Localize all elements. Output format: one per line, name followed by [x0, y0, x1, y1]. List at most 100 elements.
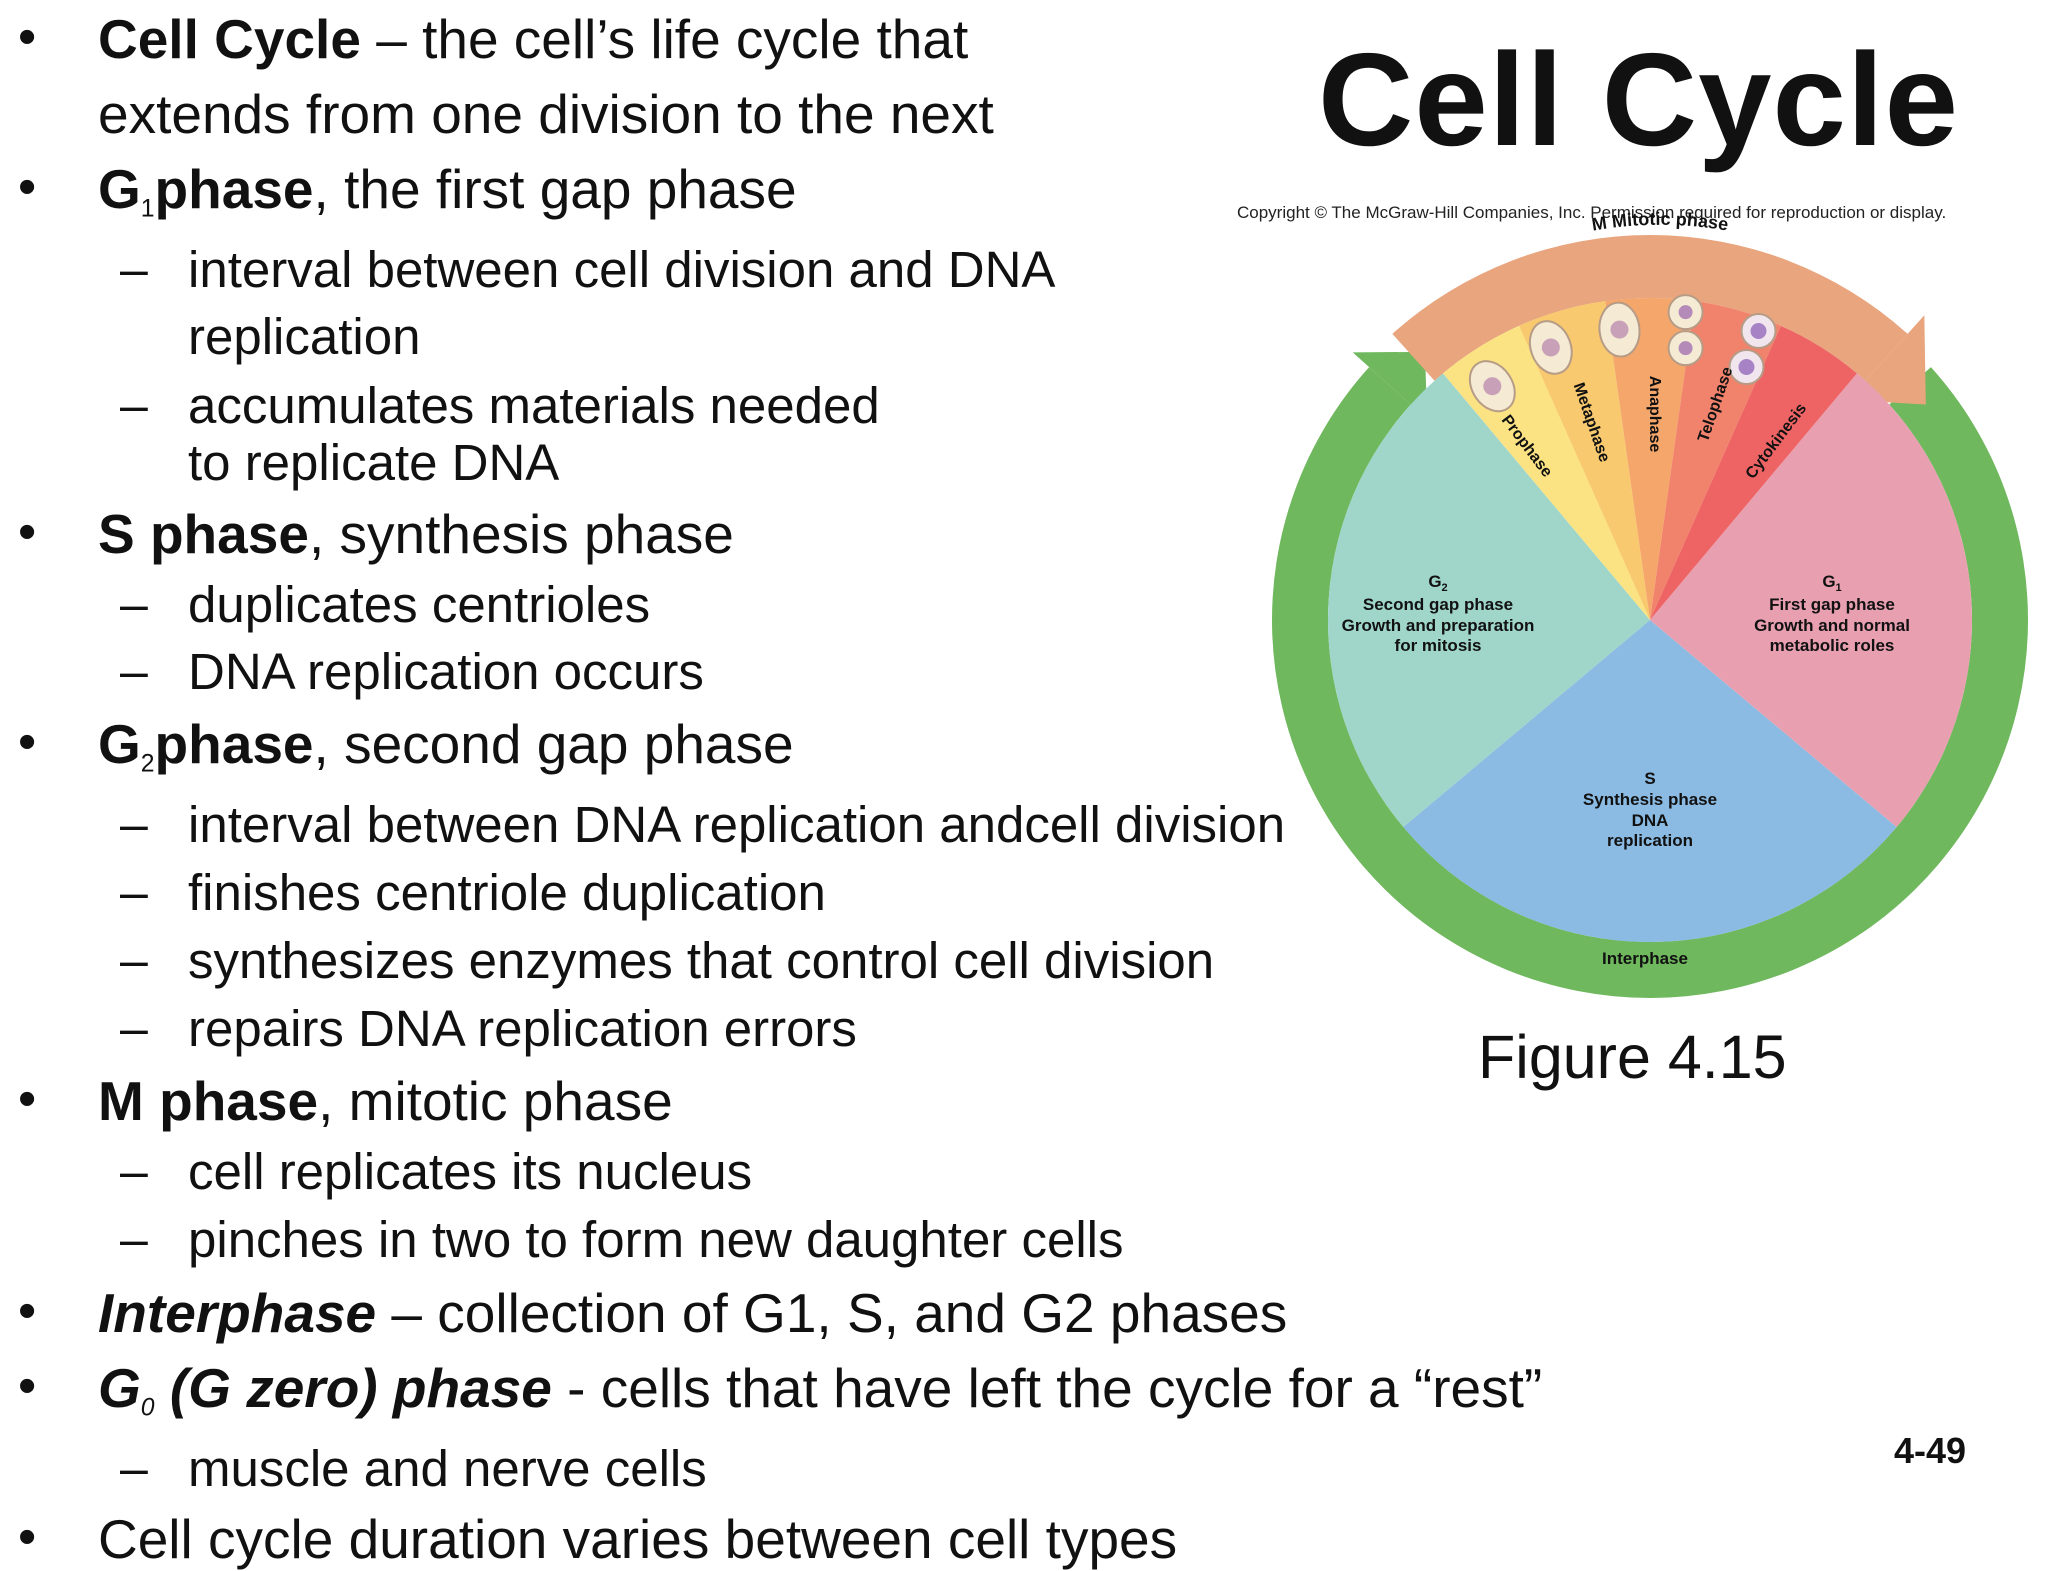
bullet-text-part: , synthesis phase	[308, 503, 734, 565]
sector-g1	[1650, 373, 1973, 827]
bullet-text-part: repairs DNA replication errors	[188, 1000, 857, 1057]
bullet-text-part: finishes centriole duplication	[188, 864, 826, 921]
bullet-text-part: DNA replication occurs	[188, 643, 704, 700]
slide-title: Cell Cycle	[1318, 26, 1959, 173]
bullet-text-part: 2	[140, 750, 155, 778]
interphase-arrowhead	[1352, 351, 1428, 420]
bullet-text: to replicate DNA	[188, 434, 559, 493]
bullet-text: DNA replication occurs	[188, 643, 704, 702]
daughter-cell-icon	[1667, 294, 1704, 331]
bullet-text: G2phase, second gap phase	[98, 713, 794, 779]
chromosome-icon	[1541, 338, 1560, 357]
figure-label: Figure 4.15	[1478, 1023, 1787, 1091]
bullet-text-part: (G zero) phase	[154, 1357, 552, 1419]
bullet-text: interval between DNA replication andcell…	[188, 796, 1285, 855]
bullet-text: finishes centriole duplication	[188, 864, 826, 923]
svg-text:metabolic roles: metabolic roles	[1770, 636, 1895, 655]
sector-s-phase	[1403, 620, 1897, 942]
bullet-text: muscle and nerve cells	[188, 1440, 707, 1499]
bullet-text-part: replication	[188, 308, 421, 365]
bullet-text-part: 1	[140, 195, 155, 223]
bullet-text-part: , mitotic phase	[318, 1070, 673, 1132]
slide-number: 4-49	[1894, 1430, 1967, 1471]
bullet-text-part: to replicate DNA	[188, 434, 560, 491]
bullet-text: G1phase, the first gap phase	[98, 158, 797, 224]
bullet-text: cell replicates its nucleus	[188, 1143, 752, 1202]
bullet-text: accumulates materials needed	[188, 377, 880, 436]
bullet-text-part: phase	[154, 158, 314, 220]
svg-text:replication: replication	[1607, 831, 1693, 850]
telophase-label: Telophase	[1695, 365, 1736, 444]
chromosome-icon	[1610, 320, 1629, 339]
bullet-text-part: 1	[785, 1282, 817, 1344]
bullet-text: Cell Cycle – the cell’s life cycle that	[98, 8, 968, 71]
mitotic-band	[1392, 235, 1908, 381]
bullet-text: duplicates centrioles	[188, 576, 650, 635]
sector-metaphase	[1519, 301, 1650, 620]
bullet-text-part: pinches in two to form new daughter cell…	[188, 1211, 1124, 1268]
chromosome-icon	[1483, 377, 1502, 396]
svg-text:G1: G1	[1822, 572, 1841, 594]
interphase-ring	[1271, 367, 2028, 999]
sector-prophase	[1443, 325, 1650, 620]
anaphase-label: Anaphase	[1646, 376, 1663, 453]
bullet-text: M phase, mitotic phase	[98, 1070, 673, 1133]
bullet-text-part: interval between DNA replication andcell…	[188, 796, 1286, 853]
dividing-cell-icon	[1598, 301, 1641, 358]
bullet-text-part: M phase	[98, 1070, 319, 1132]
bullet-text-part: , S, and G	[816, 1282, 1065, 1344]
bullet-text-part: G	[98, 158, 141, 220]
bullet-text-part: – the cell’s life cycle that	[360, 8, 969, 70]
dividing-cell-icon	[1468, 360, 1516, 413]
bullet-text-part: 2	[1064, 1282, 1095, 1344]
bullet-text-part: muscle and nerve cells	[188, 1440, 707, 1497]
svg-text:Growth and preparation: Growth and preparation	[1342, 616, 1535, 635]
bullet-text: replication	[188, 308, 420, 367]
bullet-text-part: G	[98, 1357, 141, 1419]
nucleus-icon	[1750, 322, 1767, 339]
cytokinesis-label: Cytokinesis	[1743, 400, 1811, 482]
nucleus-icon	[1678, 305, 1693, 320]
bullet-text-part: synthesizes enzymes that control cell di…	[188, 932, 1215, 989]
svg-text:Synthesis phase: Synthesis phase	[1583, 790, 1717, 809]
bullet-text-part: Interphase	[98, 1282, 377, 1344]
daughter-cell-icon	[1728, 348, 1765, 385]
bullet-list: •Cell Cycle – the cell’s life cycle that…	[18, 8, 1543, 1570]
bullet-text-part: Cell Cycle	[98, 8, 361, 70]
svg-text:First gap phase: First gap phase	[1769, 595, 1895, 614]
bullet-text: Cell cycle duration varies between cell …	[98, 1508, 1177, 1571]
bullet-text-part: cell replicates its nucleus	[188, 1143, 753, 1200]
prophase-label: Prophase	[1498, 412, 1556, 481]
daughter-cell-icon	[1667, 330, 1704, 367]
nucleus-icon	[1738, 358, 1755, 375]
svg-text:S: S	[1644, 769, 1655, 788]
bullet-text: pinches in two to form new daughter cell…	[188, 1211, 1123, 1270]
g2-label: G2 Second gap phase Growth and preparati…	[1342, 572, 1535, 655]
interphase-label: Interphase	[1602, 949, 1688, 968]
bullet-text: synthesizes enzymes that control cell di…	[188, 932, 1214, 991]
svg-text:Second gap phase: Second gap phase	[1363, 595, 1513, 614]
svg-text:G2: G2	[1428, 572, 1447, 594]
dividing-cell-icon	[1528, 320, 1573, 375]
svg-text:for mitosis: for mitosis	[1395, 636, 1482, 655]
bullet-text-part: - cells that have left the cycle for a “…	[551, 1357, 1543, 1419]
sector-telophase	[1650, 301, 1781, 620]
s-phase-label: S Synthesis phase DNA replication	[1583, 769, 1717, 850]
sector-anaphase	[1605, 297, 1695, 620]
bullet-text: S phase, synthesis phase	[98, 503, 734, 566]
bullet-text-part: accumulates materials needed	[188, 377, 880, 434]
bullet-text-part: Cell cycle duration varies between cell …	[98, 1508, 1178, 1570]
svg-text:DNA: DNA	[1632, 811, 1669, 830]
bullet-text-part: , second gap phase	[313, 713, 794, 775]
nucleus-icon	[1678, 341, 1693, 356]
sector-cytokinesis	[1650, 325, 1857, 620]
bullet-text-part: – collection of G	[376, 1282, 786, 1344]
metaphase-label: Metaphase	[1570, 381, 1613, 465]
bullet-text: repairs DNA replication errors	[188, 1000, 857, 1059]
g1-label: G1 First gap phase Growth and normal met…	[1754, 572, 1910, 655]
bullet-text: extends from one division to the next	[98, 83, 994, 146]
bullet-text-part: duplicates centrioles	[188, 576, 651, 633]
bullet-text-part: interval between cell division and DNA	[188, 241, 1056, 298]
bullet-text: G0 (G zero) phase - cells that have left…	[98, 1357, 1542, 1423]
bullet-text-part: G	[98, 713, 141, 775]
